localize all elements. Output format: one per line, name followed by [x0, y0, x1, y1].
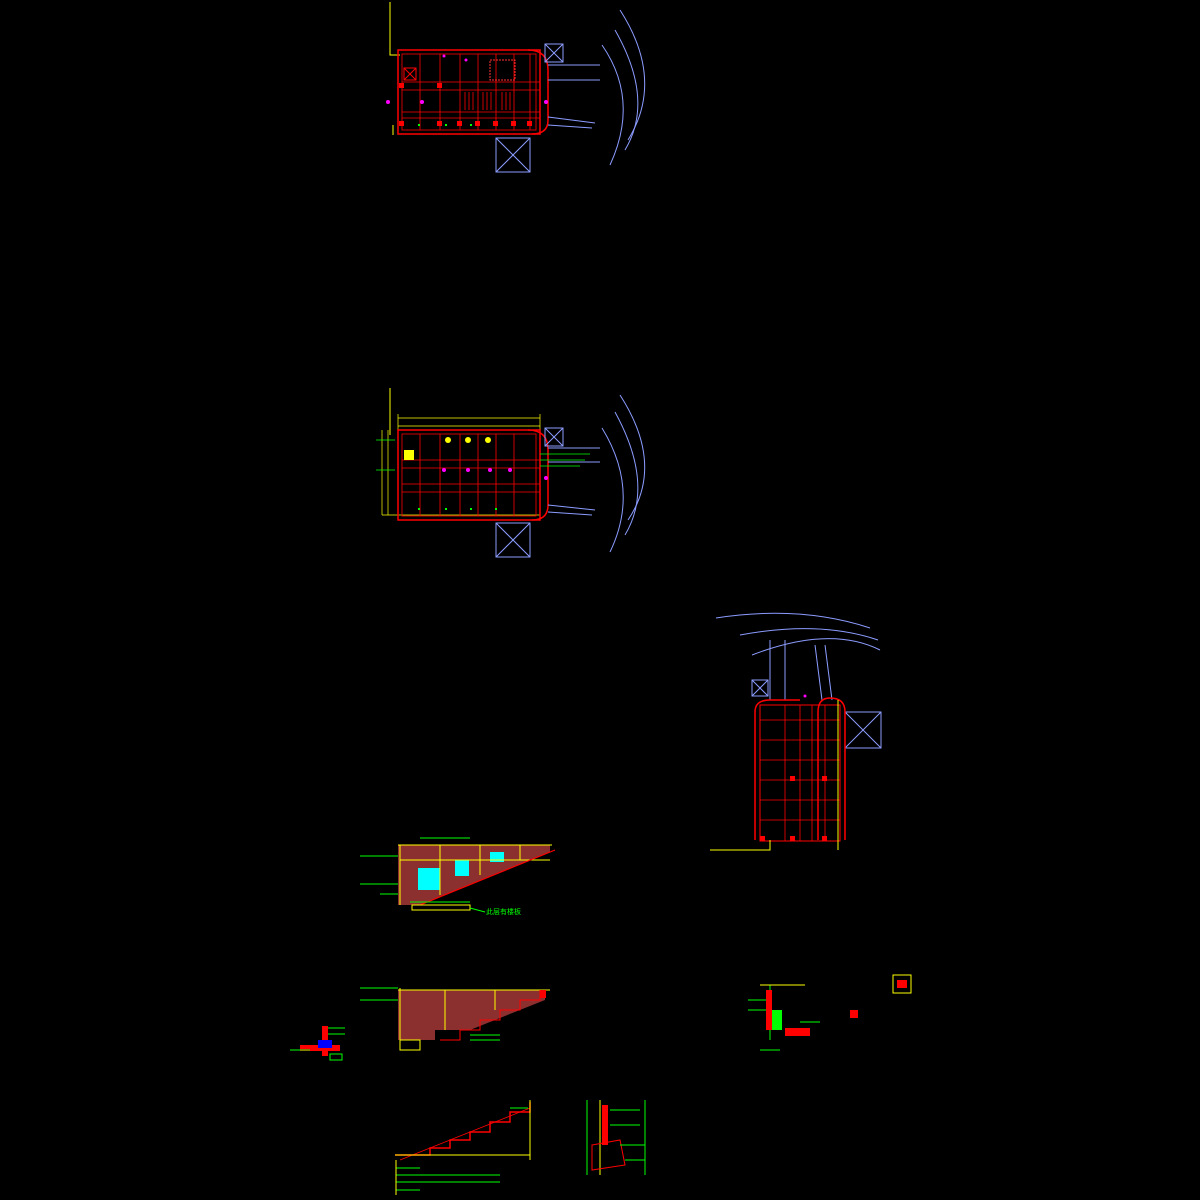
stair-section [395, 1100, 531, 1195]
floor-plan-upper [386, 2, 646, 173]
wall-detail-right [748, 974, 912, 1051]
building-section-lower [360, 987, 550, 1051]
floor-plan-dimensioned [376, 388, 646, 558]
building-section-upper: 此层有楼板 [360, 837, 556, 916]
floor-plan-rotated [710, 612, 882, 851]
wall-detail-left [290, 1026, 345, 1061]
section-note-text: 此层有楼板 [486, 907, 521, 916]
retaining-wall-detail [586, 1100, 646, 1175]
